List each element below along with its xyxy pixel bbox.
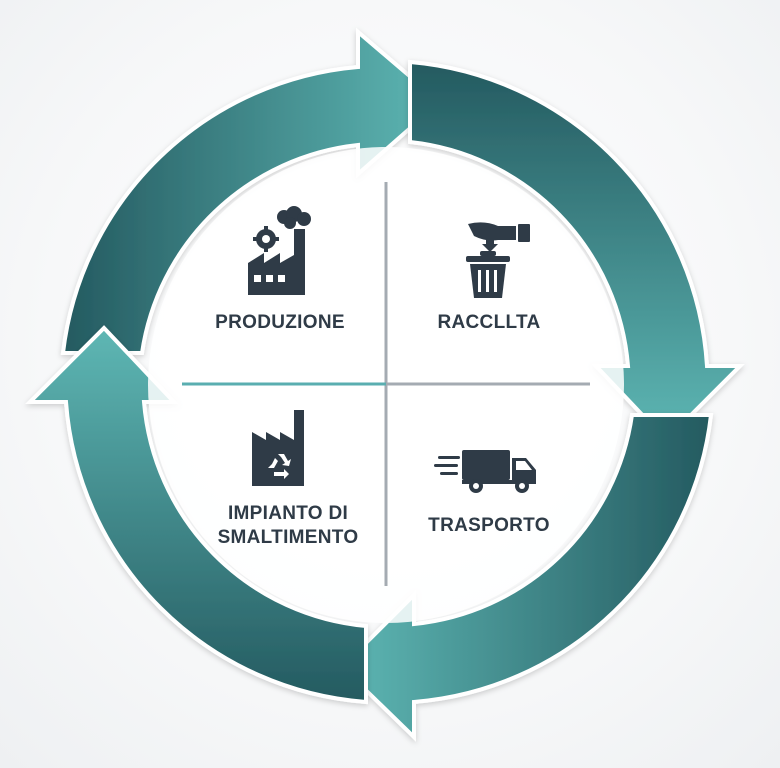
cycle-arrow-top-left xyxy=(60,27,444,355)
step-label-produzione: PRODUZIONE xyxy=(215,312,345,333)
cycle-arrow-bottom-left xyxy=(25,325,368,705)
delivery-truck-icon xyxy=(434,446,538,494)
cycle-arrow-bottom-right xyxy=(339,413,714,742)
step-label-raccolta: RACCLLTA xyxy=(437,312,541,333)
recycling-plant-icon xyxy=(250,406,312,488)
hand-trash-bin-icon xyxy=(464,218,536,300)
step-label-trasporto: TRASPORTO xyxy=(428,515,550,536)
step-label-smaltimento-line1: IMPIANTO DI xyxy=(227,503,349,524)
step-label-smaltimento-line2: SMALTIMENTO xyxy=(217,527,359,548)
factory-gear-smoke-icon xyxy=(244,205,318,297)
cycle-arrow-top-right xyxy=(408,59,745,443)
step-label-smaltimento: IMPIANTO DI SMALTIMENTO xyxy=(190,502,386,550)
